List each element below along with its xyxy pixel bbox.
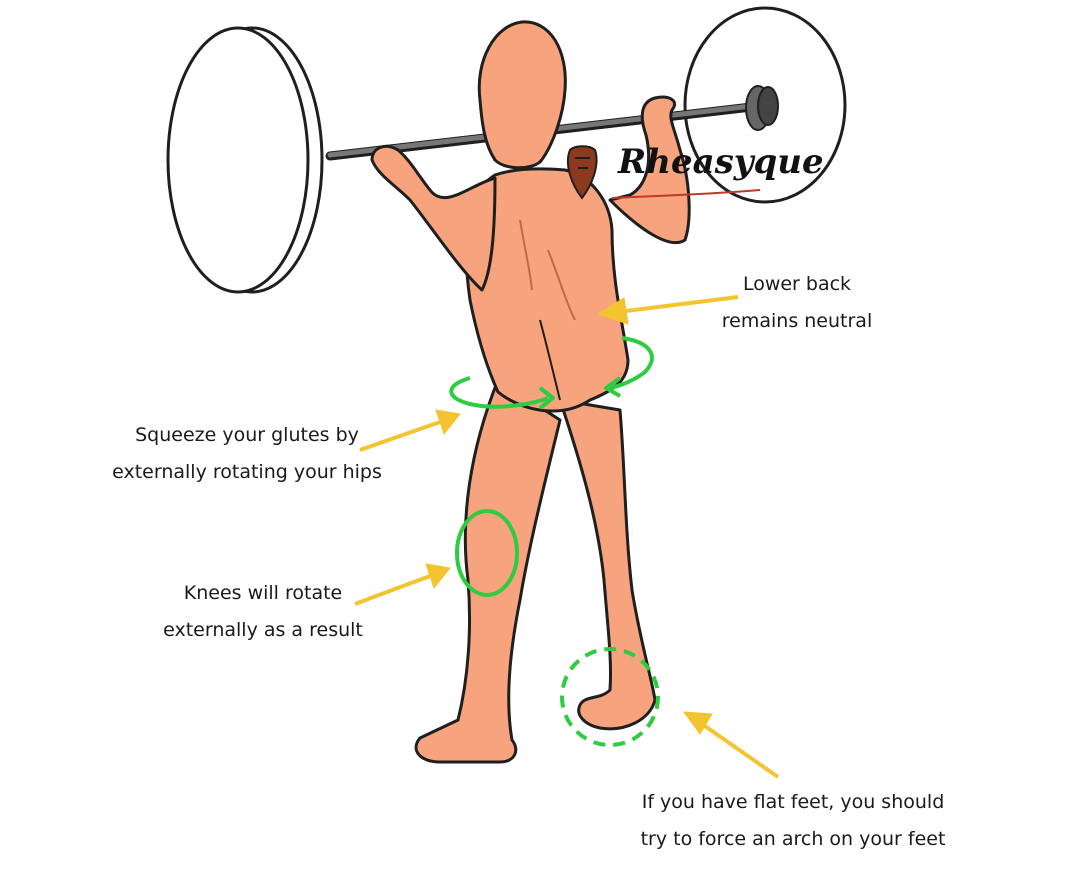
label-line: Squeeze your glutes by (135, 424, 359, 446)
arrow-lower-back (596, 295, 739, 325)
head (477, 20, 567, 170)
watermark-logo (566, 145, 761, 200)
knee-marker (455, 509, 519, 597)
left-leg (414, 378, 562, 764)
figure (370, 20, 691, 764)
watermark: Rheasyque (566, 134, 824, 210)
foot-marker (560, 647, 660, 747)
left-weight-plate (166, 26, 324, 294)
right-arm (608, 95, 691, 245)
label-knees: Knees will rotate externally as a result (148, 575, 378, 649)
label-line: If you have flat feet, you should (641, 791, 945, 813)
arrow-glutes (359, 409, 461, 452)
label-line: Knees will rotate (183, 582, 343, 604)
hip-rotation-marker-right (604, 336, 654, 398)
right-leg (558, 398, 657, 731)
hip-rotation-marker-left (449, 376, 555, 410)
label-line: remains neutral (721, 310, 873, 332)
label-line: externally as a result (163, 619, 363, 641)
label-line: externally rotating your hips (112, 461, 382, 483)
label-lower-back: Lower back remains neutral (712, 266, 882, 340)
arrow-knees (354, 563, 451, 606)
label-feet: If you have flat feet, you should try to… (634, 784, 952, 858)
label-glutes: Squeeze your glutes by externally rotati… (112, 417, 382, 491)
label-line: Lower back (742, 273, 852, 295)
left-arm (370, 144, 497, 292)
watermark-text: Rheasyque (618, 142, 824, 182)
arrow-feet (682, 711, 780, 779)
label-line: try to force an arch on your feet (640, 828, 946, 850)
